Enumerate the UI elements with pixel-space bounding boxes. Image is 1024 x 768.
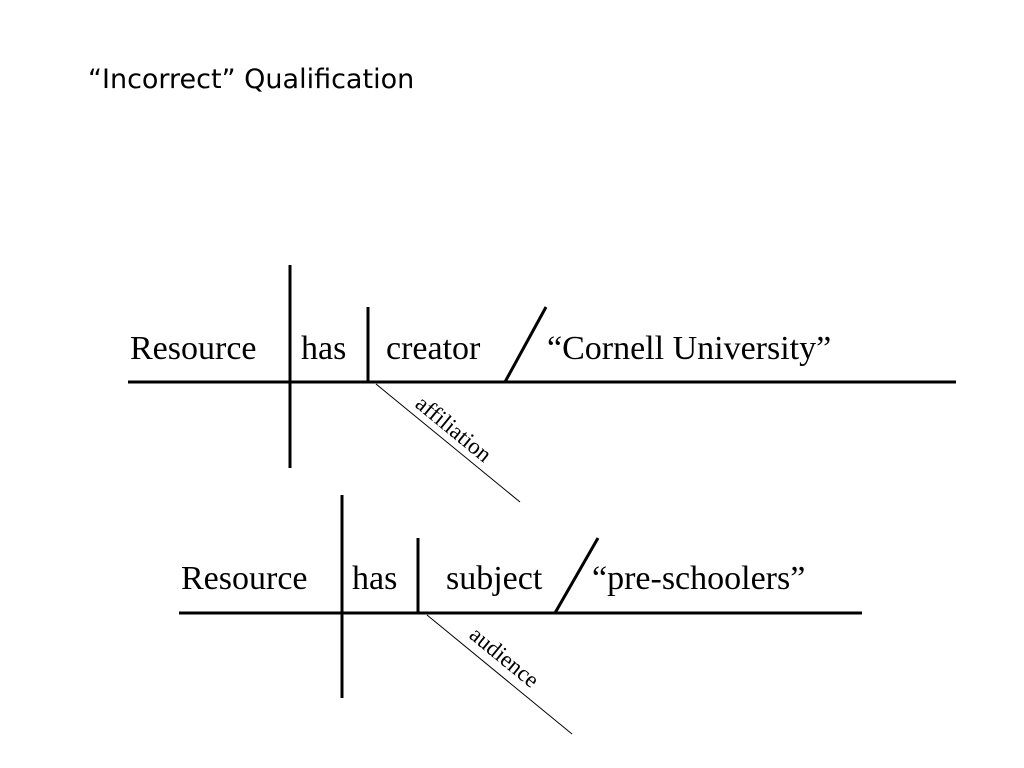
- sentence-diagram-1: Resource has creator “Cornell University…: [128, 265, 956, 503]
- subject-word-2: Resource: [181, 560, 308, 597]
- modifier-word-1: affiliation: [411, 391, 497, 468]
- slide-title: “Incorrect” Qualification: [88, 64, 415, 95]
- modifier-line-1: [375, 383, 521, 503]
- sentence-diagram-2: Resource has subject “pre-schoolers” aud…: [179, 495, 862, 735]
- complement-word-1: “Cornell University”: [547, 330, 831, 367]
- verb-word-2: has: [352, 560, 397, 597]
- complement-divider-1: [503, 306, 548, 383]
- modifier-line-2: [426, 614, 573, 735]
- modifier-word-2: audience: [465, 622, 544, 693]
- verb-word-1: has: [301, 330, 346, 367]
- complement-word-2: “pre-schoolers”: [592, 560, 805, 597]
- complement-divider-2: [553, 537, 600, 614]
- object-word-2: subject: [446, 560, 543, 597]
- subject-word-1: Resource: [130, 330, 257, 367]
- object-word-1: creator: [386, 330, 481, 367]
